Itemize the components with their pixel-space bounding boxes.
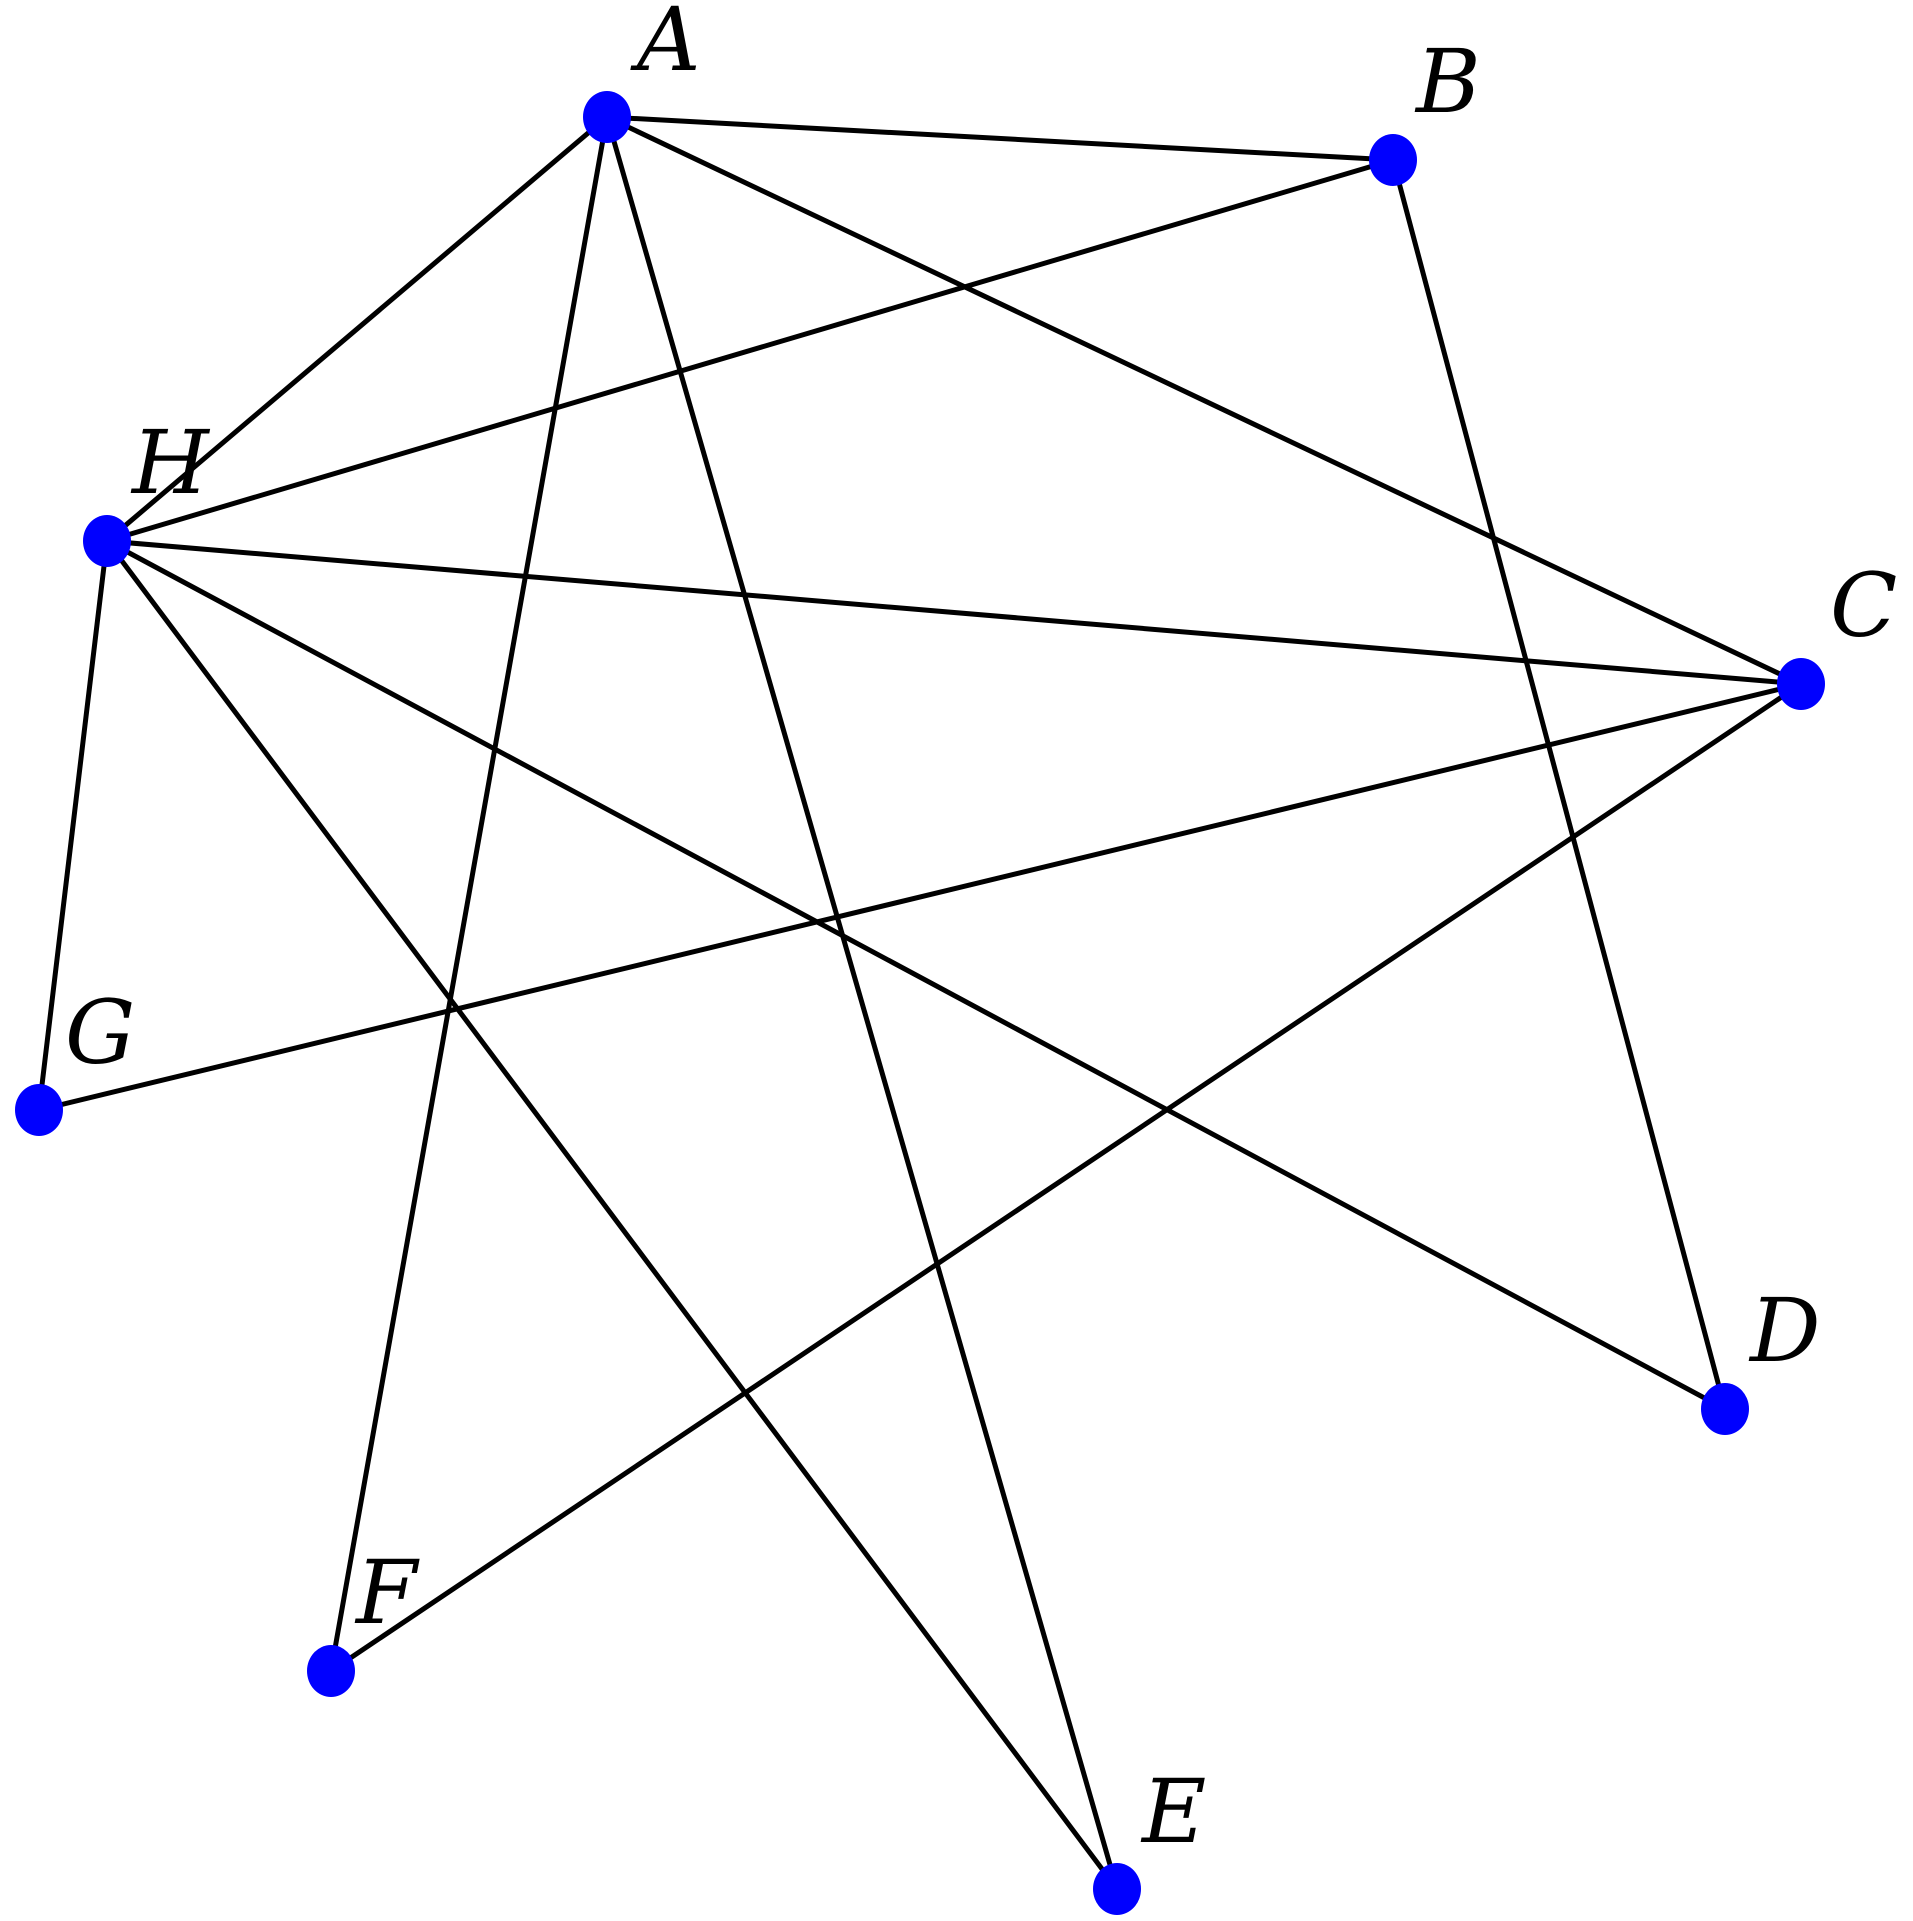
nodes (15, 91, 1825, 1915)
node-a (583, 91, 631, 143)
edge-g-h (36, 538, 110, 1113)
node-f (307, 1645, 355, 1697)
edge-c-f (328, 681, 1804, 1674)
node-e (1093, 1863, 1141, 1915)
node-g (15, 1084, 63, 1136)
node-label-b: B (1414, 30, 1481, 133)
edges (36, 114, 1804, 1892)
edge-b-h (104, 157, 1396, 544)
edge-a-b (604, 114, 1396, 163)
edge-a-h (104, 114, 610, 544)
node-d (1701, 1383, 1749, 1435)
edge-b-d (1390, 157, 1728, 1412)
node-label-h: H (130, 411, 211, 514)
node-c (1777, 658, 1825, 710)
edge-a-e (604, 114, 1120, 1892)
node-label-f: F (354, 1541, 420, 1644)
node-label-c: C (1830, 554, 1897, 657)
node-label-g: G (65, 981, 135, 1084)
node-label-e: E (1140, 1760, 1206, 1863)
edge-a-c (604, 114, 1804, 687)
edge-e-h (104, 538, 1120, 1892)
edge-d-h (104, 538, 1728, 1412)
node-h (83, 515, 131, 567)
edge-a-f (328, 114, 610, 1674)
edge-c-h (104, 538, 1804, 687)
node-b (1369, 134, 1417, 186)
node-label-d: D (1748, 1279, 1821, 1382)
edge-c-g (36, 681, 1804, 1113)
node-label-a: A (630, 0, 701, 91)
node-labels: A B C D E F G H (65, 0, 1897, 1863)
